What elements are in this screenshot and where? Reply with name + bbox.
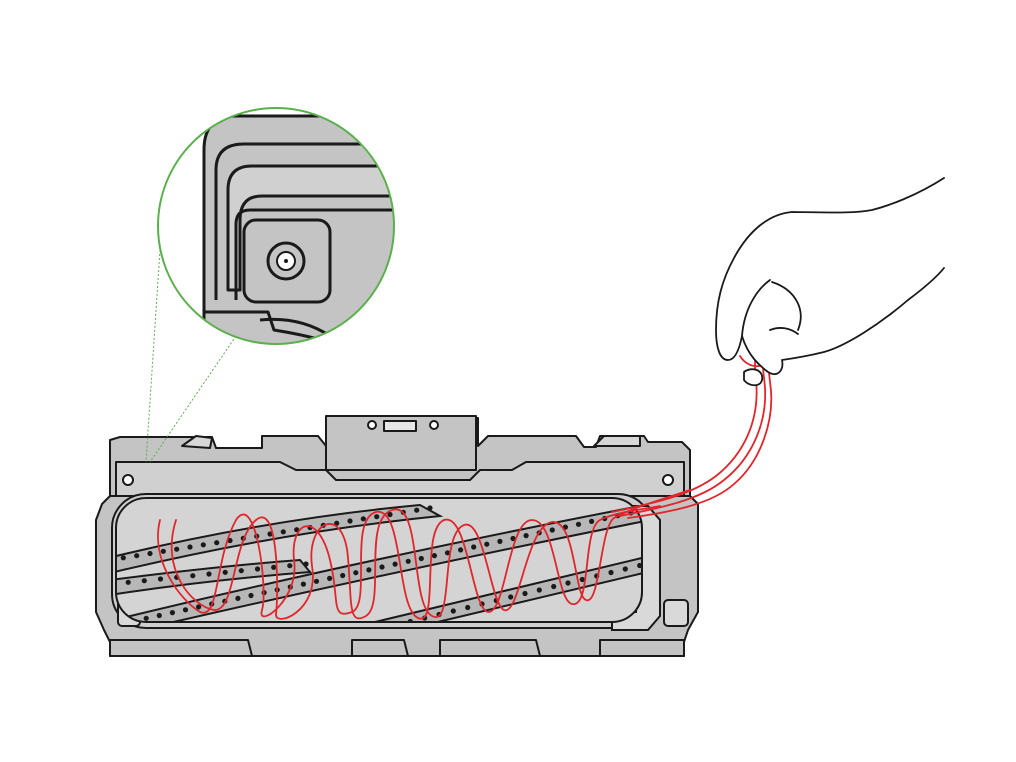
bristle-tuft [156,612,162,619]
bristle-tuft [147,550,153,557]
bristle-tuft [392,561,398,567]
bristle-tuft [536,587,542,593]
bristle-tuft [280,529,286,535]
magnifier-ring [157,107,395,345]
bristle-tuft [465,604,471,611]
hand-finger-line [771,281,802,331]
bristle-tuft [174,546,180,552]
hand-knuckle [769,327,799,335]
housing-screws [122,420,674,486]
bristle-tuft [414,507,420,513]
bristle-tuft [143,615,149,621]
bristle-tuft [565,580,571,586]
screw-icon [122,474,134,486]
bristle-tuft [254,566,261,572]
bristle-tuft [206,571,212,577]
bristle-tuft [579,576,585,583]
bristle-tuft [471,544,477,550]
bristle-tuft [379,564,385,570]
bristle-tuft [334,520,340,526]
bristle-tuft [222,569,228,575]
bristle-tuft [387,511,393,518]
brush-roll-outline [115,497,643,623]
bristle-tuft [418,555,424,562]
bristle-tuft [190,573,196,579]
bristle-tuft [458,547,464,553]
bristle-tuft [187,544,193,550]
bristle-tuft [551,583,557,590]
bristle-tuft [267,531,273,537]
magnifier-callout-icon [157,107,395,345]
bristle-tuft [549,527,555,533]
bristle-tuft [287,563,293,569]
left-tab [181,435,213,449]
bristle-tuft [238,568,244,574]
bristle-tuft [303,561,309,567]
bristle-tuft [427,505,433,511]
bristle-tuft [589,518,595,525]
bristle-tuft [200,542,206,548]
bristle-tuft [313,578,320,584]
top-module-slot [383,420,417,432]
bristle-tuft [271,564,277,570]
bristle-tuft [300,581,306,587]
bristle-tuft [366,567,372,573]
bristle-tuft [431,553,437,559]
bristle-tuft [360,516,366,522]
right-tab [593,435,641,447]
bristle-tuft [622,566,628,572]
bristle-tuft [347,518,353,524]
bristle-tuft [444,550,451,556]
mag-lower-plate [202,310,332,344]
screw-icon [662,474,674,486]
hand-finger-line [741,279,771,337]
helix-band-1 [116,503,444,576]
housing-feet [109,639,685,657]
bristle-tuft [248,592,254,599]
hand-palm [715,177,945,375]
bristle-tuft [484,541,490,547]
bristle-tuft [160,548,166,554]
bristle-tuft [340,572,346,579]
bristle-tuft [374,514,380,520]
bristle-tuft [450,608,456,614]
bristle-tuft [120,555,126,561]
bristle-tuft [608,569,614,576]
screw-icon [429,420,439,430]
bristle-tuft [405,558,411,564]
right-clip [663,599,689,627]
bristle-tuft [497,538,503,545]
bristle-tuft [169,610,175,616]
bristle-tuft [523,533,529,539]
callout-leader [145,249,237,463]
thumb [743,368,764,387]
bristle-tuft [522,590,528,597]
bristle-tuft [141,578,147,584]
bristle-tuft [235,595,241,602]
mag-rail [234,208,394,300]
bristle-tuft [575,521,582,527]
helix-band-3 [297,554,642,622]
screw-icon [367,420,377,430]
bristle-tuft [510,535,516,542]
bristle-tuft [327,575,333,582]
bristle-tuft [157,576,164,582]
bristle-tuft [134,553,140,559]
bristle-tuft [182,607,189,613]
hand-icon [715,177,945,387]
bristle-tufts [117,505,642,622]
bristle-tuft [508,594,514,600]
bristle-tuft [214,540,220,546]
mag-lower-curve [259,317,331,338]
bristle-tuft [125,579,131,585]
bristle-tuft [353,570,359,576]
bristle-tuft [196,604,202,610]
